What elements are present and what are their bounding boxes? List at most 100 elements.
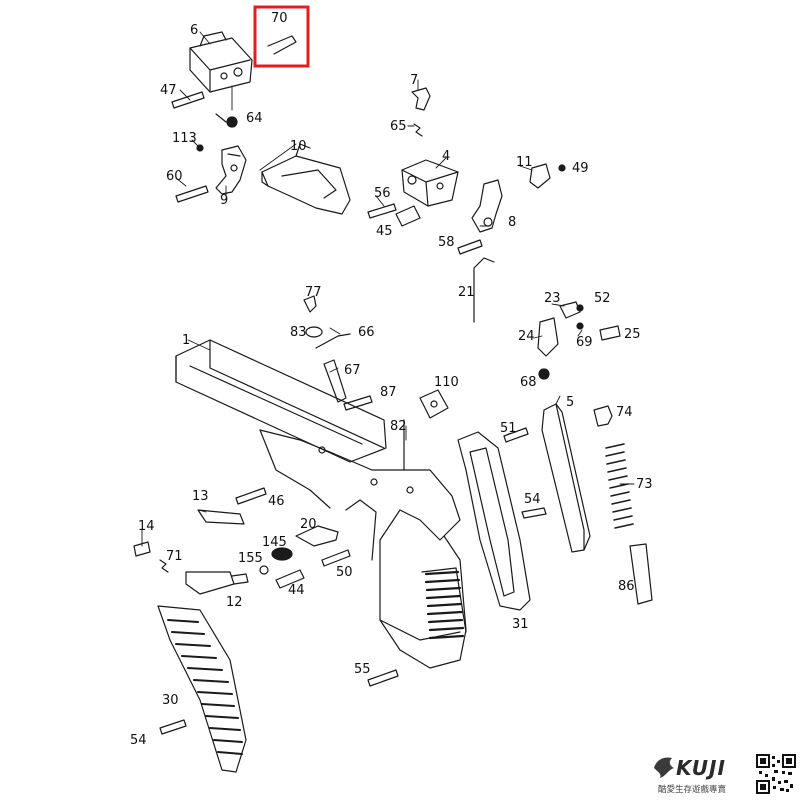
callout-label-5: 5 [566,395,574,410]
callout-label-51: 51 [500,421,517,436]
part-21-wire [473,257,495,323]
part-5-magazine [541,403,591,553]
callout-label-23: 23 [544,291,561,306]
part-65-spring [413,123,423,137]
callout-label-74: 74 [616,405,633,420]
callout-label-49: 49 [572,161,589,176]
leader-lines [141,31,635,547]
part-74 [593,405,613,427]
qr-code-icon [756,754,796,794]
part-113-screw [196,144,204,152]
part-7 [411,87,431,111]
callout-label-24: 24 [518,329,535,344]
callout-label-30: 30 [162,693,179,708]
callout-label-54b: 54 [130,733,147,748]
callout-label-31: 31 [512,617,529,632]
callout-label-67: 67 [344,363,361,378]
callout-label-1: 1 [182,333,190,348]
callout-label-86: 86 [618,579,635,594]
callout-label-82: 82 [390,419,407,434]
part-155 [259,565,269,575]
part-25 [599,325,621,341]
callout-label-10: 10 [290,139,307,154]
part-10-insert [261,143,351,215]
part-51-pin [503,427,529,443]
callout-label-47: 47 [160,83,177,98]
frame-grip-texture [424,570,465,640]
part-50-pin [321,549,351,567]
part-30-panel [157,605,247,773]
callout-label-8: 8 [508,215,516,230]
callout-label-6: 6 [190,23,198,38]
callout-label-110: 110 [434,375,459,390]
highlight-box [253,5,310,68]
brand-logo: KUJI 酷愛生存遊戲專賣 [650,754,754,798]
callout-label-7: 7 [410,73,418,88]
callout-label-44: 44 [288,583,305,598]
part-54a-screw [521,507,547,519]
callout-label-52: 52 [594,291,611,306]
callout-label-145: 145 [262,535,287,550]
brand-tagline: 酷愛生存遊戲專賣 [658,785,727,795]
part-83-washer [305,326,323,338]
callout-label-58: 58 [438,235,455,250]
callout-label-73: 73 [636,477,653,492]
part-13 [197,509,245,525]
brand-name: KUJI [676,756,726,780]
callout-label-69: 69 [576,335,593,350]
part-1-frame [175,339,387,463]
callout-label-71: 71 [166,549,183,564]
callout-label-14: 14 [138,519,155,534]
part-52 [576,304,584,312]
callout-label-83: 83 [290,325,307,340]
part-67 [323,359,347,403]
part-24 [537,317,559,357]
part-31-panel [457,431,531,611]
part-11 [529,163,566,189]
callout-label-9: 9 [220,193,228,208]
part-73-spring [605,443,634,529]
callout-label-65: 65 [390,119,407,134]
callout-label-113: 113 [172,131,197,146]
part-14 [133,541,151,557]
part-86-rod [629,543,653,605]
callout-label-4: 4 [442,149,450,164]
callout-label-155: 155 [238,551,263,566]
callout-label-12: 12 [226,595,243,610]
part-30-texture [167,619,243,755]
callout-label-46: 46 [268,494,285,509]
part-54b-screw [159,719,187,735]
part-64-spring [215,113,238,128]
part-23 [559,301,581,319]
callout-label-50: 50 [336,565,353,580]
callout-label-66: 66 [358,325,375,340]
callout-label-55: 55 [354,662,371,677]
callout-label-20: 20 [300,517,317,532]
part-46-pin [235,487,267,505]
part-145 [271,547,293,561]
part-110 [419,389,449,419]
part-44-pin [275,569,305,589]
part-45 [395,205,421,227]
part-87-pin [343,395,373,411]
frame-body [259,429,467,669]
callout-label-21: 21 [458,285,475,300]
part-8-sear [471,179,503,233]
callout-label-11: 11 [516,155,533,170]
part-66-spring [315,333,351,349]
part-20 [295,525,339,547]
part-77 [303,295,317,313]
callout-label-56: 56 [374,186,391,201]
callout-label-68: 68 [520,375,537,390]
callout-label-77: 77 [305,285,322,300]
part-68 [538,368,550,380]
callout-label-54a: 54 [524,492,541,507]
callout-label-60: 60 [166,169,183,184]
callout-label-25: 25 [624,327,641,342]
callout-label-64: 64 [246,111,263,126]
part-58-pin [457,239,483,255]
callout-label-70: 70 [271,11,288,26]
dragon-logo-icon [654,757,674,778]
